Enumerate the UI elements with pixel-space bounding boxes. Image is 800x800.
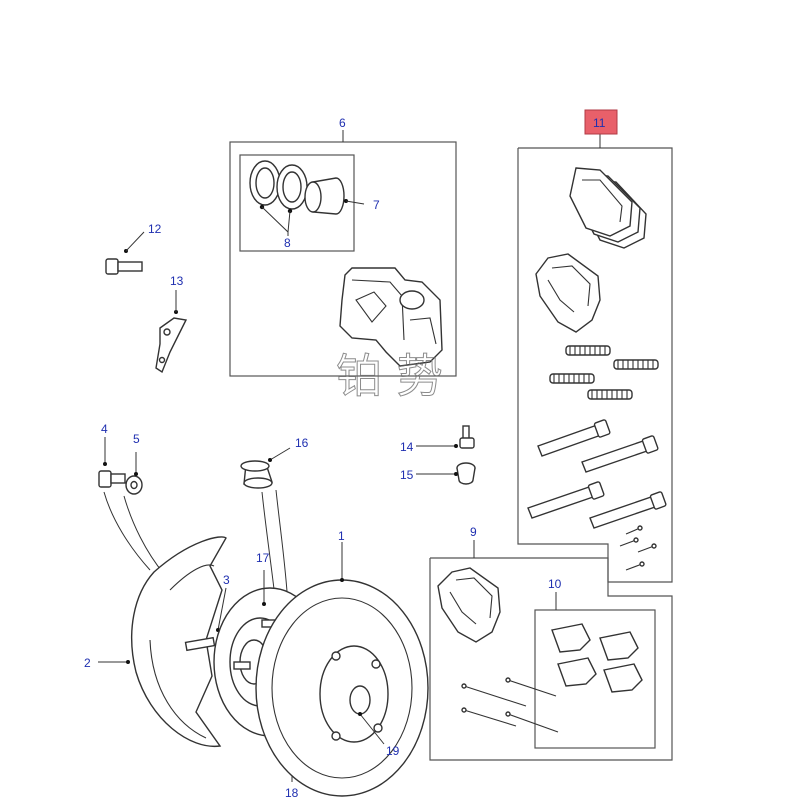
washer-icon bbox=[125, 475, 143, 495]
guide-pin-icon bbox=[537, 419, 611, 457]
callout-2[interactable]: 2 bbox=[84, 656, 91, 670]
callout-11-highlight bbox=[584, 109, 618, 135]
callout-7[interactable]: 7 bbox=[373, 198, 380, 212]
spring-icon bbox=[549, 373, 595, 384]
seal-ring-icon bbox=[249, 160, 281, 206]
dust-cap-icon bbox=[456, 462, 476, 485]
callout-9[interactable]: 9 bbox=[470, 525, 477, 539]
callout-14[interactable]: 14 bbox=[400, 440, 414, 454]
caliper-kit-frame bbox=[229, 130, 457, 377]
callout-6[interactable]: 6 bbox=[339, 116, 346, 130]
callout-17[interactable]: 17 bbox=[256, 551, 270, 565]
guide-pin-icon bbox=[589, 491, 667, 529]
pad-pin-icon bbox=[461, 677, 559, 733]
piston-icon bbox=[304, 177, 345, 215]
callout-16[interactable]: 16 bbox=[295, 436, 309, 450]
callout-13[interactable]: 13 bbox=[170, 274, 184, 288]
brake-pad-icon bbox=[437, 567, 501, 643]
brake-disc-icon bbox=[255, 579, 429, 797]
anti-rattle-clip-icon bbox=[551, 623, 643, 693]
callout-10[interactable]: 10 bbox=[548, 577, 562, 591]
guide-pin-icon bbox=[581, 435, 659, 473]
retaining-clip-icon bbox=[619, 525, 657, 571]
callout-12[interactable]: 12 bbox=[148, 222, 162, 236]
guide-pin-icon bbox=[527, 481, 605, 519]
callout-15[interactable]: 15 bbox=[400, 468, 414, 482]
bolt-icon bbox=[98, 470, 126, 488]
callout-5[interactable]: 5 bbox=[133, 432, 140, 446]
bushing-icon bbox=[240, 460, 273, 489]
watermark-text: 铂 势 bbox=[336, 349, 443, 403]
callout-18[interactable]: 18 bbox=[285, 786, 299, 800]
pad-set-frame bbox=[429, 540, 673, 761]
brake-caliper-icon bbox=[339, 267, 443, 367]
callout-11[interactable]: 11 bbox=[593, 116, 606, 130]
spring-icon bbox=[587, 389, 633, 400]
bleed-screw-icon bbox=[459, 425, 475, 449]
backing-plate-icon bbox=[131, 536, 227, 748]
spring-icon bbox=[565, 345, 611, 356]
bolt-icon bbox=[105, 258, 143, 275]
seal-ring-icon bbox=[276, 164, 308, 210]
brake-pad-icon bbox=[535, 253, 601, 333]
mounting-bracket-icon bbox=[155, 317, 188, 374]
seal-kit-frame bbox=[239, 154, 355, 252]
spring-icon bbox=[613, 359, 659, 370]
callout-1[interactable]: 1 bbox=[338, 529, 345, 543]
fitting-kit-frame bbox=[534, 592, 656, 749]
brake-pad-set-icon bbox=[569, 167, 647, 249]
callout-8[interactable]: 8 bbox=[284, 236, 291, 250]
callout-4[interactable]: 4 bbox=[101, 422, 108, 436]
callout-19[interactable]: 19 bbox=[386, 744, 400, 758]
callout-3[interactable]: 3 bbox=[223, 573, 230, 587]
